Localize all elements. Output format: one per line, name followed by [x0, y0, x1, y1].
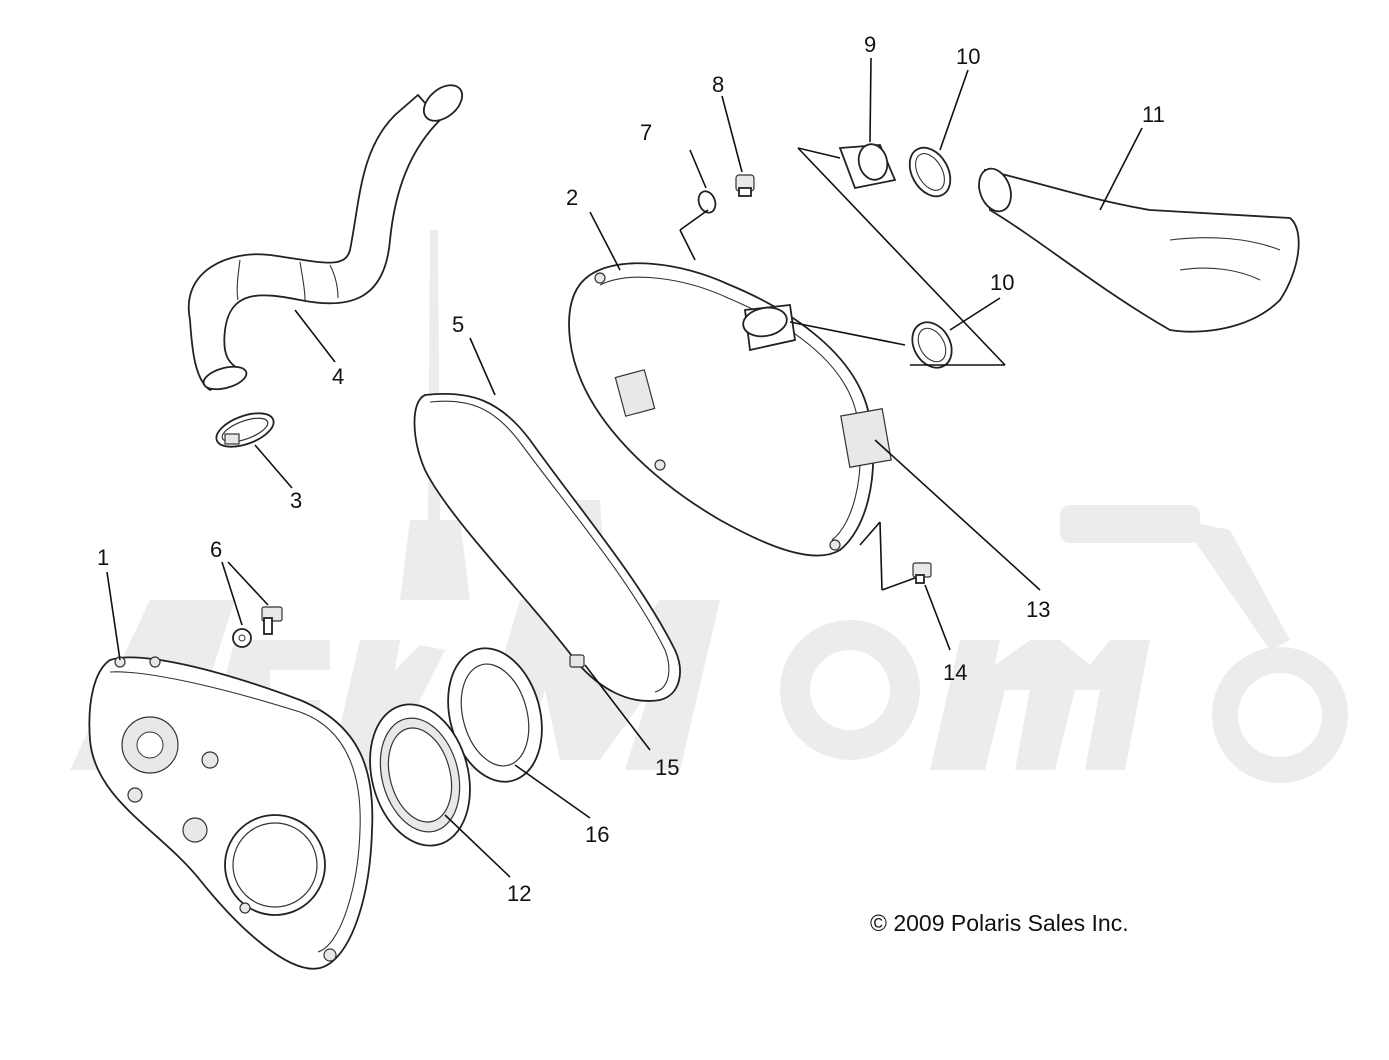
part-5-drive-belt: [413, 392, 681, 702]
part-10-clamp-lower: [911, 321, 953, 369]
callout-5: 5: [452, 312, 464, 337]
part-10-clamp-upper: [908, 146, 952, 198]
callout-10-upper: 10: [956, 44, 980, 69]
callout-7: 7: [640, 120, 652, 145]
part-8-plug: [735, 174, 755, 197]
callout-3: 3: [290, 488, 302, 513]
part-2-outer-cover: [568, 262, 892, 557]
callout-2: 2: [566, 185, 578, 210]
callout-14: 14: [943, 660, 967, 685]
leader-lines: [106, 57, 1143, 878]
callout-10-lower: 10: [990, 270, 1014, 295]
callout-8: 8: [712, 72, 724, 97]
callout-9: 9: [864, 32, 876, 57]
part-1-inner-cover: [88, 656, 374, 970]
callout-labels: 1 2 3 4 5 6 7 8 9 10 10 11 12 13 14 15 1…: [97, 32, 1165, 906]
part-11-outlet-duct: [978, 167, 1300, 333]
callout-6: 6: [210, 537, 222, 562]
callout-4: 4: [332, 364, 344, 389]
part-6-bolt-washer: [232, 606, 283, 648]
part-7-oring: [697, 190, 717, 214]
callout-13: 13: [1026, 597, 1050, 622]
part-16-shim: [447, 647, 543, 783]
part-4-intake-duct: [187, 84, 464, 392]
part-12-seal: [369, 703, 471, 847]
part-9-sleeve: [838, 143, 897, 190]
callout-15: 15: [655, 755, 679, 780]
part-15-bolt: [569, 654, 585, 668]
callout-16: 16: [585, 822, 609, 847]
part-14-screw: [912, 562, 932, 584]
callout-12: 12: [507, 881, 531, 906]
callout-11: 11: [1142, 102, 1165, 127]
copyright-notice: © 2009 Polaris Sales Inc.: [870, 910, 1129, 936]
callout-1: 1: [97, 545, 109, 570]
part-3-clamp: [215, 412, 275, 448]
